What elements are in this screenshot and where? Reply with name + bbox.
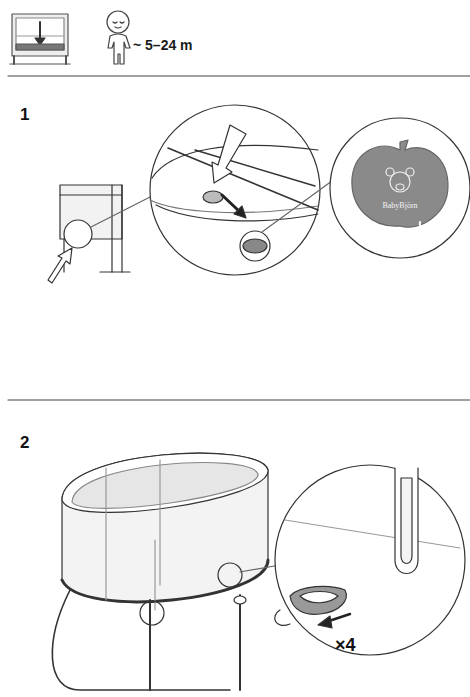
crib-side-view	[48, 185, 152, 283]
divider	[8, 399, 470, 400]
logo-magnifier	[330, 118, 470, 258]
crib-icon	[10, 14, 70, 64]
bassinet	[52, 453, 280, 690]
age-range: ~ 5–24 m	[133, 38, 193, 52]
step-number: 2	[20, 434, 29, 451]
zoom-detail-button	[150, 105, 320, 275]
quantity-callout: ×4	[335, 636, 356, 654]
step-number: 1	[20, 106, 29, 123]
brand-logo: BabyBjörn	[382, 202, 417, 210]
zoom-detail-clip	[275, 465, 465, 655]
divider	[8, 75, 470, 76]
child-icon	[107, 11, 130, 64]
